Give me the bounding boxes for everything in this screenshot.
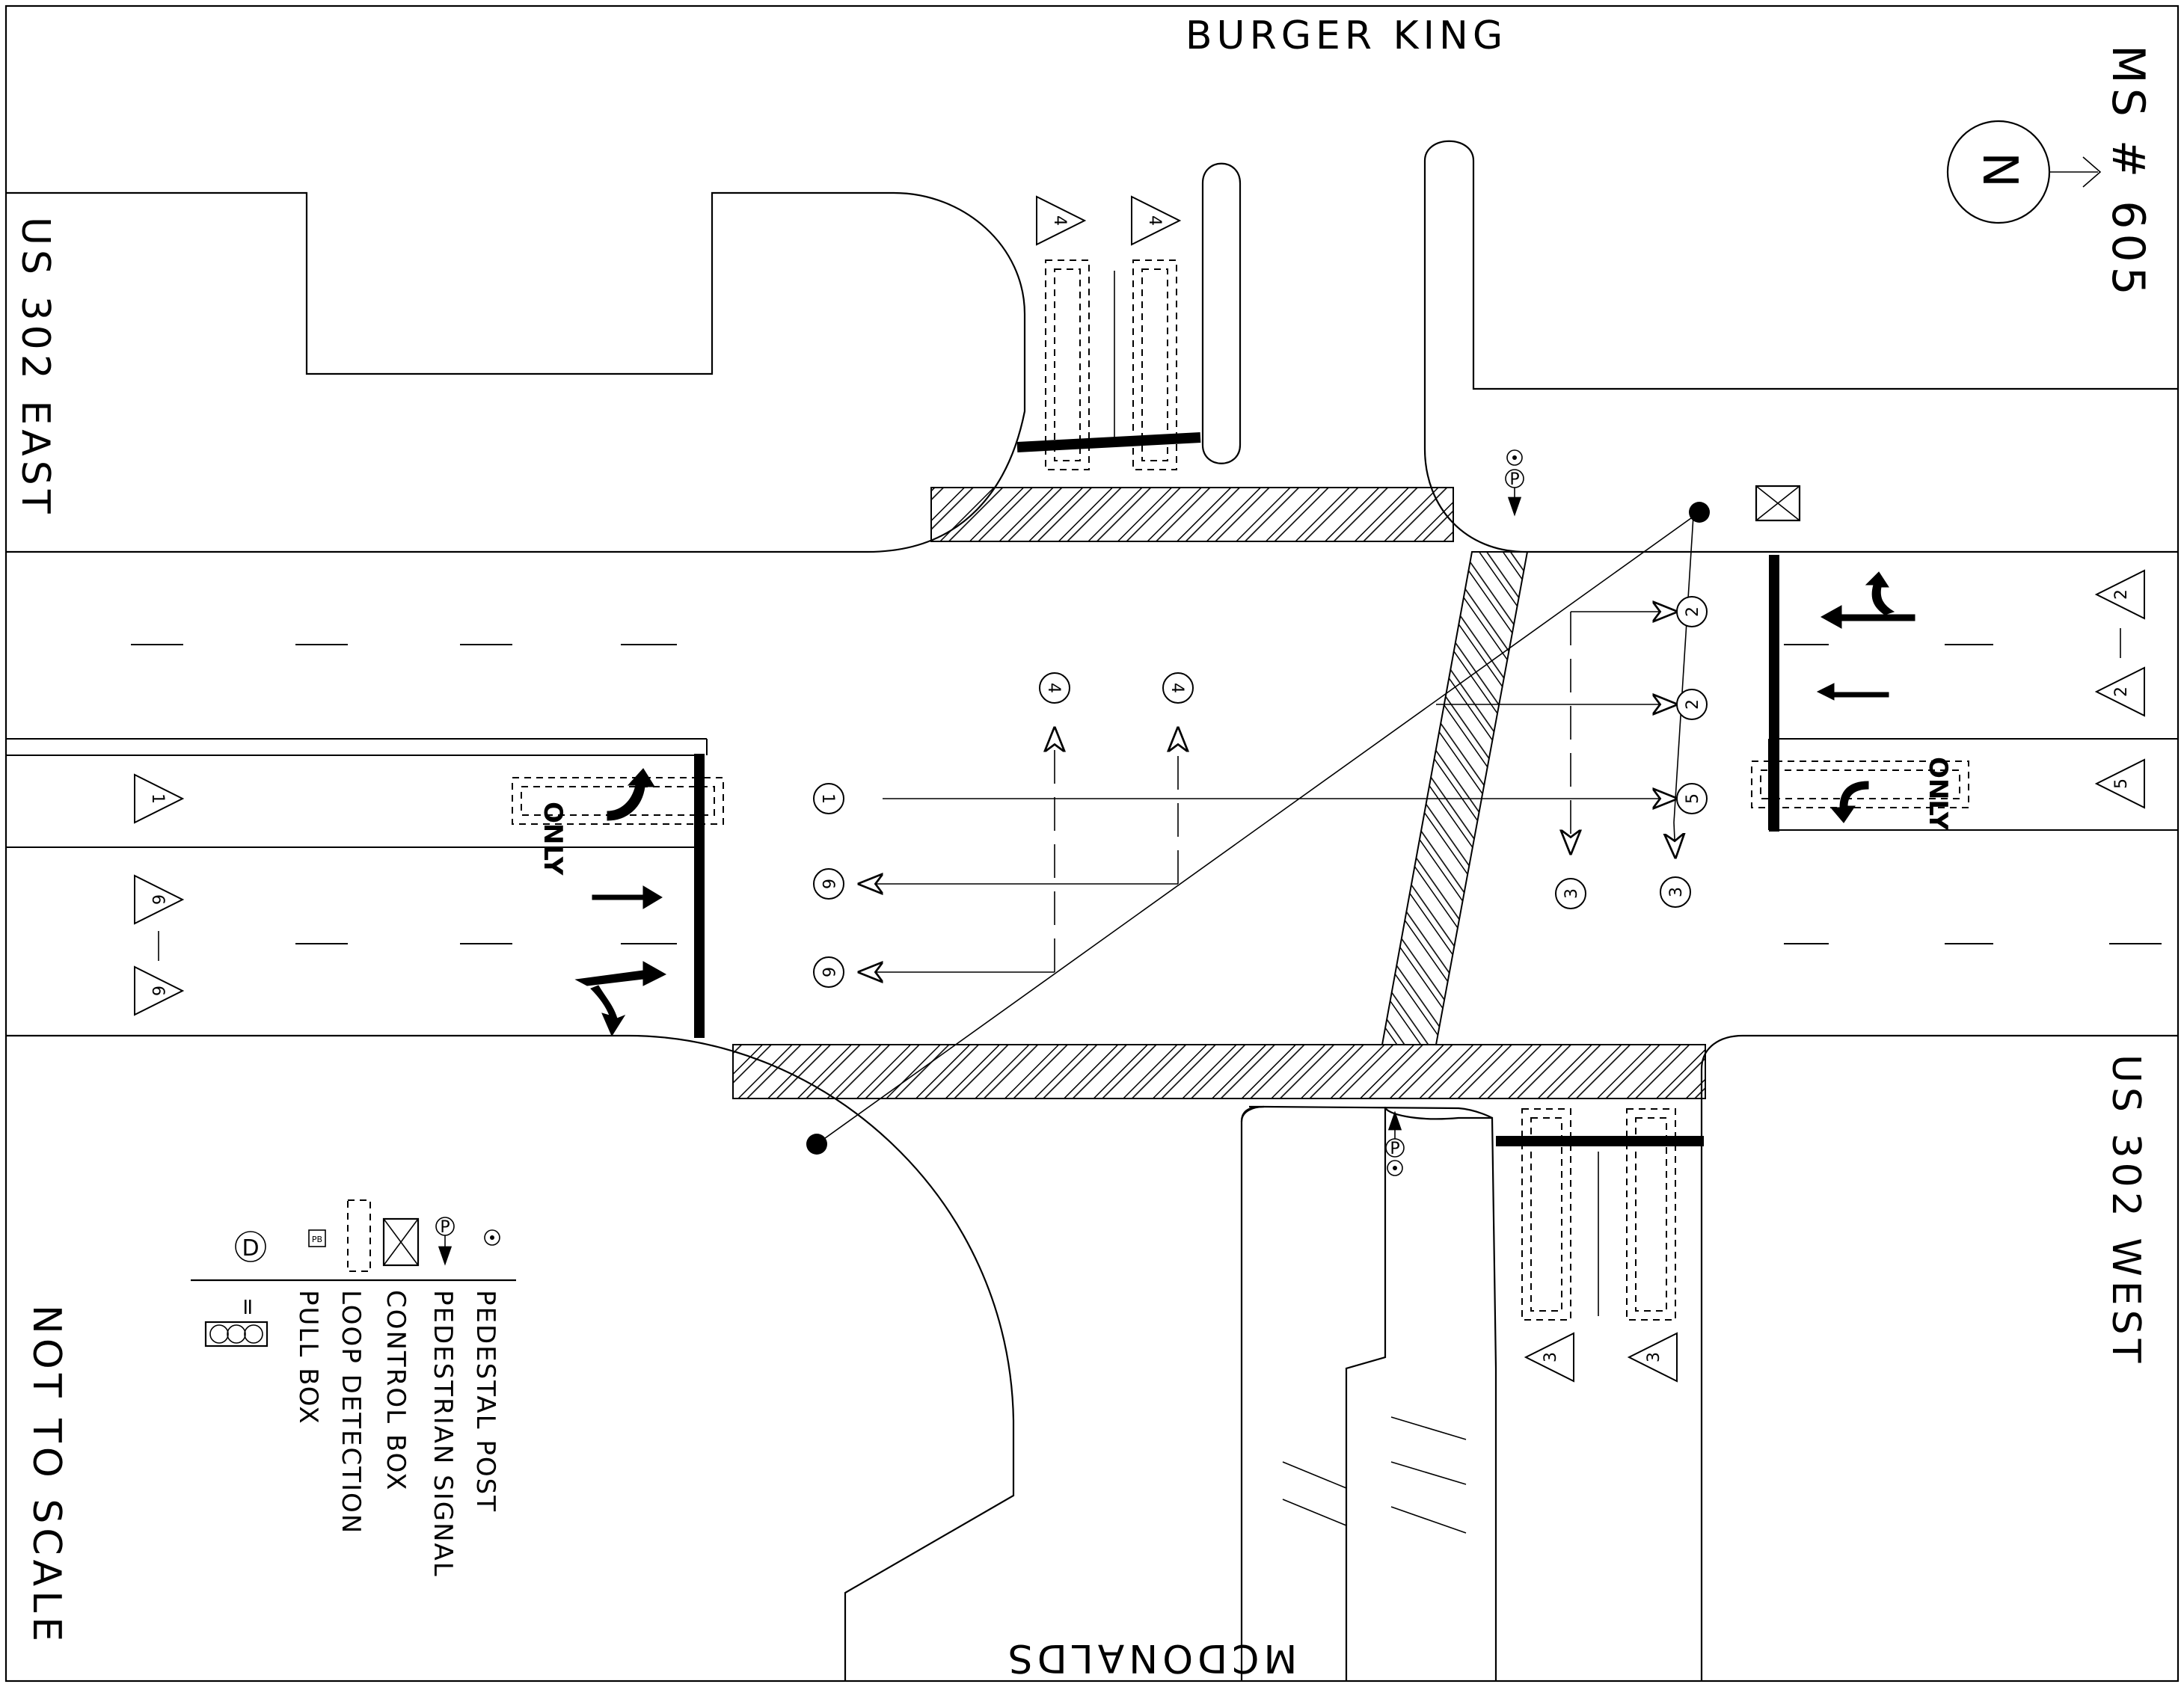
signal-head: 6 — [813, 956, 844, 988]
phase-triangle: 1 — [134, 773, 185, 824]
svg-text:2: 2 — [1684, 699, 1702, 710]
svg-text:P: P — [1390, 1140, 1399, 1158]
legend: P PB D = PEDESTAL POST PEDESTRIAN SIGNAL C… — [191, 1199, 516, 1578]
east-only-marking: ONLY — [1923, 757, 1953, 831]
signal-leaders — [860, 515, 1694, 972]
svg-text:2: 2 — [2112, 686, 2131, 697]
legend-label-control-box: CONTROL BOX — [381, 1290, 411, 1491]
svg-text:6: 6 — [818, 967, 837, 977]
sm-top — [1240, 1105, 1493, 1122]
arrow-icon — [227, 1324, 246, 1344]
signal-head: 3 — [1555, 878, 1586, 909]
mcdonalds-label: MCDONALDS — [1004, 1635, 1298, 1680]
svg-text:4: 4 — [1044, 683, 1063, 693]
svg-text:6: 6 — [148, 894, 167, 905]
phase-triangle: 4 — [1131, 195, 1182, 246]
phase-triangle: 6 — [134, 874, 185, 925]
phase-triangle: 2 — [2094, 569, 2145, 620]
svg-text:3: 3 — [1562, 888, 1581, 899]
signal-head: 4 — [1162, 672, 1194, 704]
svg-text:6: 6 — [148, 986, 167, 996]
median-hash — [1282, 1499, 1347, 1526]
ped-signal-north: P — [1505, 449, 1524, 517]
arrow-icon — [209, 1324, 229, 1344]
legend-equals: = — [235, 1297, 261, 1316]
south-median-outline — [1345, 1106, 1497, 1681]
pavement-arrows — [574, 571, 1915, 1037]
loop-detectors — [512, 259, 1969, 1321]
north-crosswalk — [930, 487, 1454, 542]
ne-curb-return — [1423, 161, 2178, 553]
phase-triangle: 4 — [1036, 195, 1087, 246]
ms605-label: MS # 605 — [2102, 45, 2154, 300]
sw-pole — [806, 1134, 827, 1155]
ne-curb — [1423, 140, 2178, 390]
north-stop-bar — [1016, 432, 1201, 452]
legend-label-pedestal-post: PEDESTAL POST — [470, 1290, 500, 1513]
svg-text:4: 4 — [1145, 215, 1164, 226]
north-median-island — [1201, 162, 1242, 464]
svg-text:P: P — [440, 1218, 450, 1237]
lane-dashes — [131, 644, 2162, 944]
svg-text:P: P — [1509, 470, 1519, 489]
not-to-scale-note: NOT TO SCALE — [24, 1305, 69, 1646]
svg-text:5: 5 — [1684, 793, 1702, 804]
phase-triangle: 3 — [1627, 1332, 1678, 1383]
ped-signal-south: P — [1385, 1110, 1405, 1176]
phase-triangle: 2 — [2094, 666, 2145, 717]
svg-text:2: 2 — [2112, 589, 2131, 600]
us302-east-label: US 302 EAST — [13, 217, 58, 518]
median-hash — [1390, 1416, 1467, 1440]
south-median-island — [1240, 1105, 1265, 1681]
legend-label-loop-detection: LOOP DETECTION — [336, 1290, 366, 1534]
drawing-border — [4, 4, 2180, 1683]
svg-text:3: 3 — [1542, 1352, 1560, 1362]
south-crosswalk — [732, 1044, 1706, 1099]
svg-text:5: 5 — [2112, 778, 2131, 789]
svg-text:4: 4 — [1168, 683, 1186, 693]
legend-signal-key: D — [242, 1235, 259, 1262]
svg-text:2: 2 — [1684, 606, 1702, 617]
signal-head: 2 — [1676, 596, 1708, 627]
median-hash — [1282, 1461, 1347, 1489]
legend-label-pedestrian-signal: PEDESTRIAN SIGNAL — [428, 1290, 458, 1578]
legend-pb-tag: PB — [312, 1235, 322, 1244]
arrow-icon — [244, 1324, 263, 1344]
sw-curb — [6, 1034, 1015, 1681]
median-hash — [1390, 1506, 1467, 1534]
burger-king-label: BURGER KING — [1185, 13, 1507, 58]
west-only-marking: ONLY — [538, 802, 568, 876]
svg-text:4: 4 — [1050, 215, 1069, 226]
phase-marks: 4 4 2 2 5 1 6 6 3 3 2 2 5 3 3 4 4 1 6 6 — [134, 195, 2145, 1383]
phase-triangle: 6 — [134, 965, 185, 1016]
svg-text:1: 1 — [148, 793, 167, 804]
median-hash — [1390, 1461, 1467, 1485]
legend-label-pull-box: PULL BOX — [293, 1290, 323, 1425]
nw-curb — [6, 191, 1026, 553]
signal-head: 1 — [813, 783, 844, 814]
signal-head: 5 — [1676, 783, 1708, 814]
svg-text:3: 3 — [1667, 887, 1686, 897]
control-box — [1755, 485, 1801, 522]
svg-text:3: 3 — [1645, 1352, 1663, 1362]
signal-head: 3 — [1660, 876, 1691, 908]
svg-text:1: 1 — [818, 793, 837, 804]
north-arrow — [1946, 120, 2102, 224]
signal-head-symbol — [204, 1321, 269, 1348]
signal-head: 4 — [1039, 672, 1070, 704]
signal-head: 6 — [813, 868, 844, 900]
north-label: N — [1972, 152, 2027, 192]
us302-west-label: US 302 WEST — [2103, 1054, 2148, 1367]
svg-text:6: 6 — [818, 879, 837, 889]
span-wire — [816, 511, 1700, 1145]
phase-triangle: 3 — [1524, 1332, 1574, 1383]
signal-head: 2 — [1676, 689, 1708, 720]
ne-pole — [1689, 502, 1710, 523]
phase-triangle: 5 — [2094, 758, 2145, 809]
